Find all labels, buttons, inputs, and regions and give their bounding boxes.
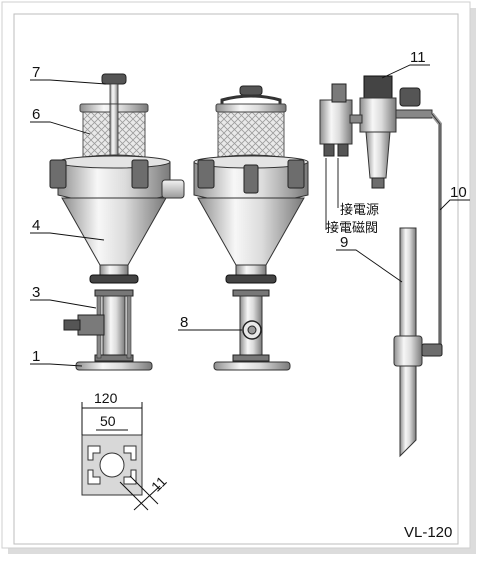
callout-10: 10 (450, 184, 467, 201)
solenoid-label: 接電磁閥 (326, 220, 378, 236)
callout-8: 8 (180, 314, 188, 331)
loader-middle (193, 85, 309, 371)
callout-1: 1 (32, 348, 40, 365)
callout-11: 11 (410, 49, 426, 66)
callout-3: 3 (32, 284, 40, 301)
callout-9: 9 (340, 234, 348, 251)
base-plate-drawing (81, 402, 161, 511)
callout-7: 7 (32, 64, 40, 81)
air-assembly (319, 75, 443, 458)
callout-4: 4 (32, 217, 40, 234)
model-label: VL-120 (404, 524, 452, 541)
dim-outer: 120 (94, 390, 118, 406)
callout-6: 6 (32, 106, 40, 123)
loader-left (49, 73, 185, 371)
power-label: 接電源 (340, 202, 379, 218)
dim-inner: 50 (100, 413, 116, 429)
leader-lines (30, 64, 470, 367)
